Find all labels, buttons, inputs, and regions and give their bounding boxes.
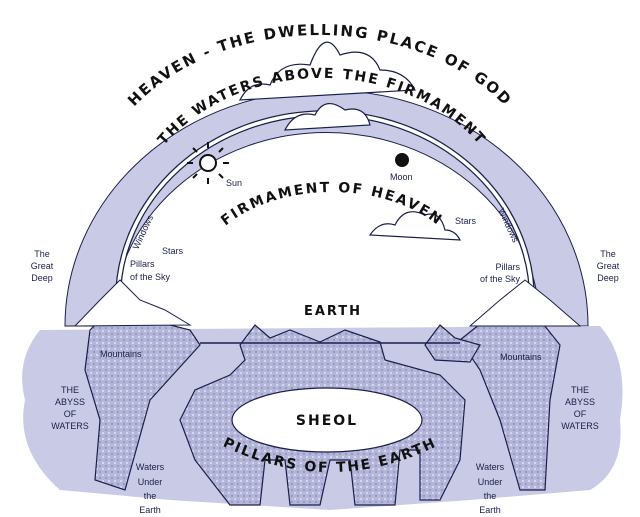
mountains-label-left: Mountains bbox=[100, 349, 142, 359]
svg-text:Great: Great bbox=[31, 261, 54, 271]
sun-label: Sun bbox=[226, 178, 242, 188]
stars-label-left: Stars bbox=[162, 246, 184, 256]
waters-above-band bbox=[64, 89, 589, 327]
svg-text:Under: Under bbox=[138, 477, 163, 487]
svg-text:OF: OF bbox=[64, 409, 77, 419]
svg-text:ABYSS: ABYSS bbox=[565, 397, 595, 407]
svg-text:WATERS: WATERS bbox=[51, 421, 89, 431]
mountains bbox=[73, 279, 582, 327]
svg-text:Earth: Earth bbox=[479, 505, 501, 515]
moon-label: Moon bbox=[390, 172, 413, 182]
svg-text:the: the bbox=[484, 491, 497, 501]
earth-label: EARTH bbox=[304, 304, 362, 319]
svg-text:Waters: Waters bbox=[136, 462, 165, 472]
sun-icon bbox=[187, 142, 229, 184]
svg-text:of the Sky: of the Sky bbox=[130, 272, 171, 282]
svg-text:THE: THE bbox=[571, 385, 589, 395]
svg-text:The: The bbox=[34, 249, 50, 259]
svg-text:The: The bbox=[600, 249, 616, 259]
svg-text:Deep: Deep bbox=[31, 273, 53, 283]
abyss-left: THE ABYSS OF WATERS bbox=[51, 385, 89, 431]
svg-text:Pillars: Pillars bbox=[130, 259, 155, 269]
svg-text:THE: THE bbox=[61, 385, 79, 395]
svg-text:Under: Under bbox=[478, 477, 503, 487]
stars-label-right: Stars bbox=[455, 216, 477, 226]
clouds bbox=[238, 41, 461, 241]
svg-text:Deep: Deep bbox=[597, 273, 619, 283]
svg-text:Earth: Earth bbox=[139, 505, 161, 515]
svg-text:Pillars: Pillars bbox=[495, 262, 520, 272]
svg-text:Waters: Waters bbox=[476, 462, 505, 472]
pillars-sky-right: Pillars of the Sky bbox=[480, 262, 521, 284]
svg-text:of the Sky: of the Sky bbox=[480, 274, 521, 284]
moon-icon bbox=[395, 153, 409, 167]
sheol-cavern bbox=[231, 387, 423, 453]
svg-text:the: the bbox=[144, 491, 157, 501]
sheol-label: SHEOL bbox=[296, 413, 358, 429]
svg-text:Great: Great bbox=[597, 261, 620, 271]
svg-text:OF: OF bbox=[574, 409, 587, 419]
pillars-sky-left: Pillars of the Sky bbox=[130, 259, 171, 282]
abyss-right: THE ABYSS OF WATERS bbox=[561, 385, 599, 431]
svg-text:ABYSS: ABYSS bbox=[55, 397, 85, 407]
svg-text:WATERS: WATERS bbox=[561, 421, 599, 431]
mountains-label-right: Mountains bbox=[500, 352, 542, 362]
